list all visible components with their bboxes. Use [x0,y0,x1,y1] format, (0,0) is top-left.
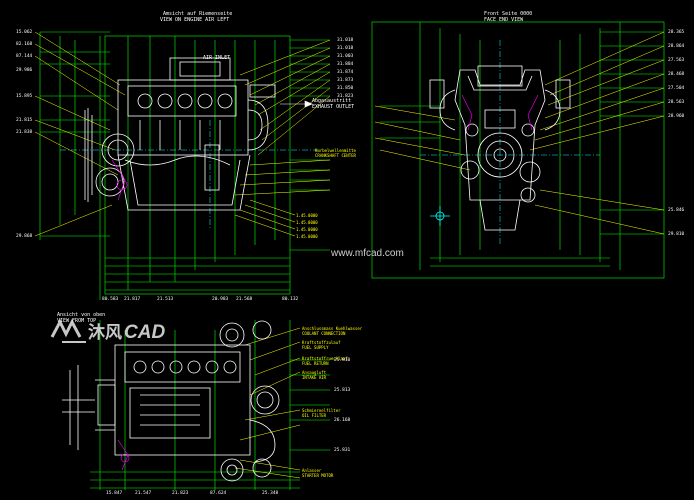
dim-top-bottom-3: 21.823 [172,490,189,496]
dim-top-right-4: 25.831 [334,447,351,453]
dim-top-right-1: 25.810 [334,357,351,363]
top-note-2: COOLANT CONNECTION [302,331,346,336]
dim-top-bottom-5: 25.348 [262,490,279,496]
top-view: Ansicht von oben VIEW FROM TOP Anschluss… [57,312,363,496]
exhaust-label-1: Abgasaustritt [312,98,351,104]
dim-bottom-5: 21.568 [236,296,253,302]
top-note-low-4: STARTER MOTOR [302,473,334,478]
side-low-note-2: 1.45.0000 [296,220,318,225]
dim-side-right-1: 31.018 [337,37,354,43]
dim-front-5: 27.504 [668,85,685,91]
top-view-title-1: Ansicht von oben [57,312,105,318]
watermark-url: www.mfcad.com [330,248,404,259]
top-note-5: Kraftstoffruecklauf [302,356,348,361]
dim-left-4: 29.986 [16,67,33,73]
dim-top-bottom-2: 21.547 [135,490,152,496]
top-note-1: Anschlussmass Kuehlwasser [302,326,363,331]
air-inlet-label: AIR INLET [203,55,230,61]
top-note-low-2: OIL FILTER [302,413,327,418]
dim-front-6: 28.563 [668,99,685,105]
dim-bottom-2: 21.817 [124,296,141,302]
dim-side-right-7: 31.850 [337,85,354,91]
top-note-7: Ansaugluft [302,370,327,375]
top-view-title-2: VIEW FROM TOP [57,318,96,324]
top-note-4: FUEL SUPPLY [302,345,329,350]
dim-front-3: 27.563 [668,57,685,63]
crank-note-1: Kurbelwellenmitte [315,148,357,153]
dim-top-right-2: 25.813 [334,387,351,393]
dim-side-right-8: 31.823 [337,93,354,99]
mfcad-logo-icon [50,318,86,343]
dim-front-2: 28.864 [668,43,685,49]
watermark-brand-cad: CAD [124,322,165,343]
dim-bottom-6: 80.132 [282,296,299,302]
dim-side-right-3: 31.003 [337,53,354,59]
dim-front-7: 28.960 [668,113,685,119]
dim-front-4: 28.468 [668,71,685,77]
side-view: Amsicht auf Riemenseite VIEW ON ENGINE A… [16,11,357,302]
dim-bottom-4: 20.983 [212,296,229,302]
top-note-6: FUEL RETURN [302,361,329,366]
dim-side-right-5: 31.874 [337,69,354,75]
dim-side-right-2: 31.018 [337,45,354,51]
dim-left-8: 29.868 [16,233,33,239]
side-low-note-1: 1.45.0000 [296,213,318,218]
dim-front-1: 28.365 [668,29,685,35]
dim-top-bottom-1: 15.847 [106,490,123,496]
watermark-brand-cn: 沐风 [88,323,122,342]
dim-bottom-1: 80.583 [102,296,119,302]
dim-top-right-3: 26.168 [334,417,351,423]
front-view-title-1: Front Seite 0000 [484,11,532,17]
front-view: Front Seite 0000 FACE END VIEW 28.365 28… [371,11,685,279]
dim-left-6: 21.815 [16,117,33,123]
top-note-low-1: Schmieroelfilter [302,408,341,413]
dim-side-right-6: 31.873 [337,77,354,83]
side-view-title-2: VIEW ON ENGINE AIR LEFT [160,17,229,23]
dim-front-8: 25.846 [668,207,685,213]
dim-left-3: 87.144 [16,53,33,59]
top-note-8: INTAKE AIR [302,375,327,380]
crank-note-2: CRANKSHAFT CENTER [315,153,357,158]
top-note-low-3: Anlasser [302,468,322,473]
top-note-3: Kraftstoffzulauf [302,340,341,345]
dim-bottom-3: 21.513 [157,296,174,302]
front-view-title-2: FACE END VIEW [484,17,524,23]
watermark-logo: 沐风 CAD [50,318,165,343]
dim-left-2: 82.168 [16,41,33,47]
side-low-note-4: 1.45.0000 [296,234,318,239]
exhaust-label-2: EXHAUST OUTLET [312,104,354,110]
side-low-note-3: 1.45.0000 [296,227,318,232]
dim-side-right-4: 31.884 [337,61,354,67]
dim-left-5: 15.895 [16,93,33,99]
dim-front-9: 29.810 [668,231,685,237]
dim-left-1: 15.062 [16,29,33,35]
side-view-title-1: Amsicht auf Riemenseite [163,11,232,17]
dim-top-bottom-4: 87.624 [210,490,227,496]
dim-left-7: 21.838 [16,129,33,135]
